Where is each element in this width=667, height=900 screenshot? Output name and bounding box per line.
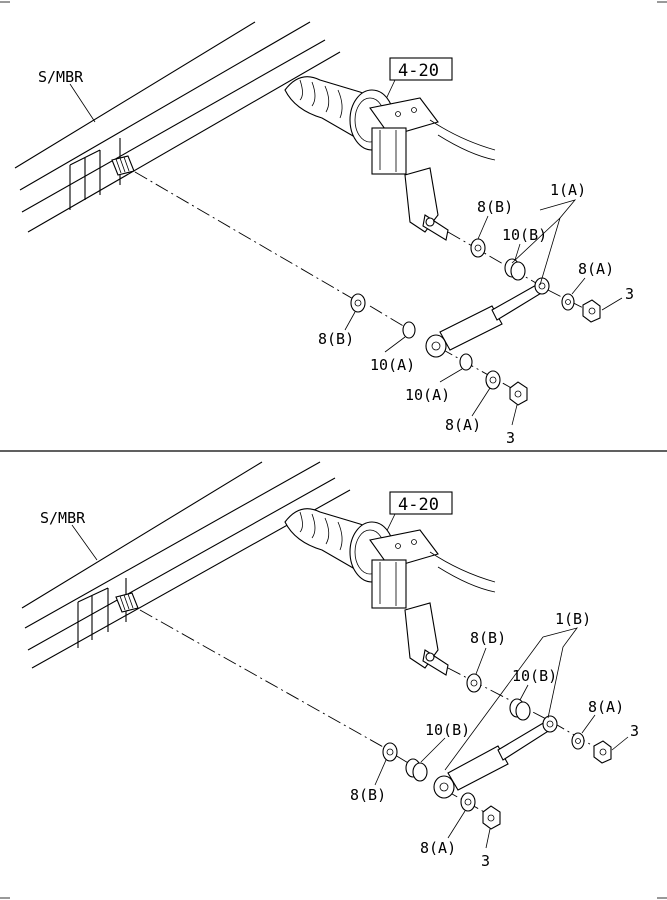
leader-8b-upper	[477, 215, 489, 240]
callout-nut-upper: 3	[625, 285, 634, 303]
nut-upper	[582, 299, 601, 323]
washer-8b-upper	[470, 238, 486, 258]
callout-nut-lower: 3	[506, 429, 515, 447]
frame-stud	[115, 592, 139, 613]
reference-box	[389, 491, 453, 515]
callout-nut-upper: 3	[630, 722, 639, 740]
callout-washer-lower: 8(A)	[420, 839, 456, 857]
callout-bushing-upper: 10(B)	[512, 667, 557, 685]
leader-10b-frame	[420, 737, 446, 763]
reference-box	[389, 57, 453, 81]
leader-8a-upper	[571, 277, 586, 295]
side-member	[14, 21, 341, 233]
callout-washer-upper: 8(B)	[470, 629, 506, 647]
bushing-10b-frame	[405, 758, 428, 782]
shock-absorber	[433, 715, 558, 799]
callout-washer-outer-upper: 8(A)	[578, 260, 614, 278]
bushing-10a-frame	[402, 321, 416, 339]
washer-8a-lower	[485, 370, 501, 390]
callout-assembly: 1(B)	[555, 610, 591, 628]
nut-lower	[482, 805, 501, 830]
member-label: S/MBR	[40, 509, 86, 527]
leader-member	[69, 83, 96, 123]
leader-assembly	[444, 627, 578, 771]
centerline-upper	[447, 231, 549, 291]
callout-washer-outer-upper: 8(A)	[588, 698, 624, 716]
callout-bushing-frame: 10(A)	[370, 356, 415, 374]
reference-label: 4-20	[398, 61, 439, 81]
leader-8a-lower	[447, 810, 466, 839]
washer-8b-frame	[350, 293, 366, 313]
centerline-mid	[369, 305, 411, 331]
nut-upper	[593, 740, 612, 764]
axle-housing	[284, 76, 496, 175]
bushing-10b-upper	[509, 698, 531, 721]
washer-8a-upper	[571, 732, 585, 750]
centerline-frame	[134, 171, 356, 301]
leader-8a-lower	[471, 387, 491, 417]
callout-washer-frame: 8(B)	[350, 786, 386, 804]
leader-3-upper	[601, 297, 623, 311]
callout-bushing-frame: 10(B)	[425, 721, 470, 739]
member-label: S/MBR	[38, 68, 84, 86]
shock-absorber	[425, 277, 550, 358]
washer-8b-frame	[382, 742, 398, 762]
callout-assembly: 1(A)	[550, 181, 586, 199]
callout-bushing-upper: 10(B)	[502, 226, 547, 244]
leader-assembly	[511, 199, 577, 286]
callout-washer-lower: 8(A)	[445, 416, 481, 434]
callout-washer-upper: 8(B)	[477, 198, 513, 216]
side-member	[21, 461, 351, 669]
leader-8b-frame	[374, 759, 387, 786]
leader-8b-frame	[344, 311, 356, 331]
washer-8b-upper	[466, 673, 482, 693]
centerline-frame	[139, 609, 386, 749]
callout-nut-lower: 3	[481, 852, 490, 870]
washer-8a-upper	[561, 293, 575, 311]
leader-10b-upper	[514, 243, 521, 261]
lower-bracket	[404, 167, 449, 241]
washer-8a-lower	[460, 792, 476, 812]
axle-housing	[284, 508, 496, 609]
leader-3-lower	[511, 404, 518, 426]
callout-washer-frame: 8(B)	[318, 330, 354, 348]
panel-top: S/MBR 4-20	[14, 21, 634, 447]
leader-8b-upper	[475, 647, 487, 675]
lower-bracket	[404, 602, 449, 676]
leader-member	[71, 524, 98, 561]
callout-bushing-lower: 10(A)	[405, 386, 450, 404]
frame-stud	[111, 155, 135, 176]
leader-10b-upper	[519, 684, 529, 701]
panel-bottom: S/MBR 4-20	[21, 461, 639, 870]
nut-lower	[509, 381, 528, 406]
reference-label: 4-20	[398, 495, 439, 515]
leader-3-upper	[611, 736, 629, 751]
leader-3-lower	[485, 828, 491, 849]
leader-10a-lower	[439, 368, 463, 383]
leader-8a-upper	[581, 714, 596, 734]
bushing-10a-lower	[459, 353, 473, 371]
centerline-lower	[439, 347, 516, 391]
leader-10a-frame	[384, 336, 406, 353]
bushing-10b-upper	[504, 258, 526, 281]
